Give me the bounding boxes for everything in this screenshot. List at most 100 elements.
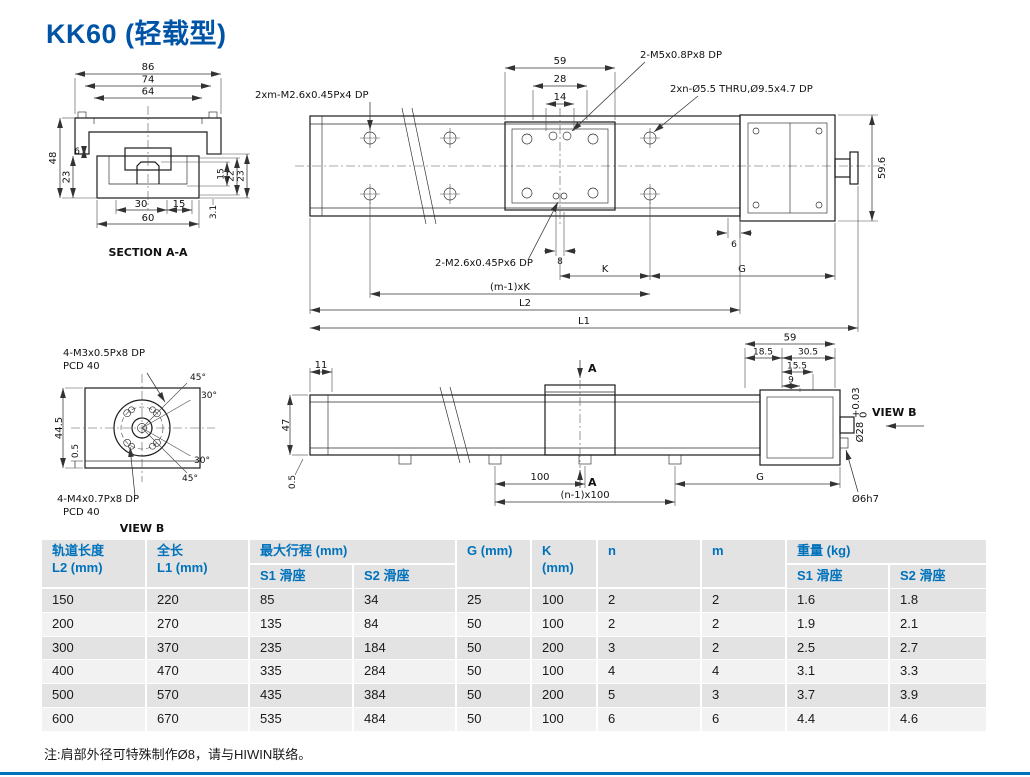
m3-hole bbox=[149, 442, 156, 450]
callout-m5: 2-M5x0.8Px8 DP bbox=[571, 50, 722, 132]
dim-label: 15.5 bbox=[787, 362, 807, 372]
dim-g: G bbox=[650, 223, 836, 280]
callout-text: 4-M4x0.7Px8 DP bbox=[57, 494, 139, 505]
table-cell: 100 bbox=[532, 612, 599, 637]
table-cell: 2 bbox=[702, 588, 788, 613]
carriage-plate bbox=[504, 108, 616, 224]
dim-label: 23 bbox=[237, 170, 247, 181]
section-aa-label: SECTION A-A bbox=[108, 246, 188, 259]
mount-tab bbox=[668, 454, 682, 465]
shaft-bore bbox=[131, 417, 153, 439]
dim-label: 22 bbox=[227, 170, 237, 181]
m3-hole bbox=[149, 406, 156, 414]
callout-m3: 4-M3x0.5Px8 DP PCD 40 bbox=[63, 348, 166, 403]
shaft-cap bbox=[849, 151, 859, 185]
output-shaft bbox=[839, 437, 849, 449]
dim-label: 100 bbox=[530, 472, 549, 483]
table-cell: 400 bbox=[42, 660, 147, 685]
callout-text: PCD 40 bbox=[63, 361, 100, 372]
end-view-b: 4-M3x0.5Px8 DP PCD 40 45° bbox=[54, 348, 217, 535]
footnote: 注:肩部外径可特殊制作Ø8，请与HIWIN联络。 bbox=[44, 747, 312, 762]
dim-64: 64 bbox=[94, 87, 202, 101]
dim-label: 44.5 bbox=[54, 417, 65, 439]
dim-0-5-side: 0.5 bbox=[288, 458, 304, 489]
pilot-boss bbox=[839, 416, 855, 434]
dim-label: 59 bbox=[554, 56, 567, 67]
col-header-n: n bbox=[598, 540, 703, 589]
table-cell: 135 bbox=[250, 612, 354, 637]
rail-body bbox=[295, 107, 880, 225]
dim-label: 15 bbox=[217, 168, 227, 179]
dim-9: 9 bbox=[782, 376, 801, 392]
table-cell: 4 bbox=[598, 660, 703, 685]
table-cell: 370 bbox=[147, 636, 250, 661]
dim-22-right: 22 bbox=[199, 157, 240, 196]
table-cell: 1.8 bbox=[890, 588, 989, 613]
shaft-d6-callout: Ø6h7 bbox=[845, 449, 879, 505]
bolt-head bbox=[77, 111, 87, 119]
col-header-track-length: 轨道长度 L2 (mm) bbox=[42, 540, 147, 589]
dim-label: 9 bbox=[788, 376, 794, 386]
callout-m4: 4-M4x0.7Px8 DP PCD 40 bbox=[57, 446, 139, 518]
table-cell: 50 bbox=[457, 660, 533, 685]
dim-m1xk: (m-1)xK bbox=[369, 202, 650, 298]
table-cell: 100 bbox=[532, 708, 599, 733]
view-b-label: VIEW B bbox=[120, 522, 164, 535]
dim-label: 30 bbox=[135, 199, 148, 210]
table-cell: 200 bbox=[532, 684, 599, 709]
table-cell: 2 bbox=[598, 612, 703, 637]
section-a-label: A bbox=[588, 476, 597, 489]
dim-label: 6 bbox=[74, 147, 80, 157]
callout-thru: 2xn-Ø5.5 THRU,Ø9.5x4.7 DP bbox=[653, 83, 813, 133]
table-cell: 50 bbox=[457, 684, 533, 709]
dim-label: 48 bbox=[48, 152, 59, 165]
dim-label: 47 bbox=[281, 419, 292, 432]
dim-label: 6 bbox=[731, 240, 737, 250]
mount-tab bbox=[578, 454, 592, 465]
callout-text: 4-M3x0.5Px8 DP bbox=[63, 348, 145, 359]
view-b-pointer: VIEW B bbox=[872, 406, 924, 429]
spec-table: 轨道长度 L2 (mm) 全长 L1 (mm) 最大行程 (mm) G (mm)… bbox=[42, 540, 989, 733]
dim-label: 86 bbox=[142, 62, 155, 73]
table-cell: 220 bbox=[147, 588, 250, 613]
col-header-weight-s1: S1 滑座 bbox=[787, 564, 891, 589]
col-header-max-stroke: 最大行程 (mm) bbox=[250, 540, 458, 565]
table-cell: 384 bbox=[354, 684, 458, 709]
table-cell: 470 bbox=[147, 660, 250, 685]
mount-tab bbox=[488, 454, 502, 465]
view-b-label: VIEW B bbox=[872, 406, 916, 419]
break-line bbox=[449, 386, 471, 464]
dim-label: G bbox=[756, 472, 764, 483]
m4-hole bbox=[153, 409, 161, 418]
table-cell: 235 bbox=[250, 636, 354, 661]
section-a-label: A bbox=[588, 362, 597, 375]
dim-47: 47 bbox=[281, 394, 308, 456]
table-cell: 4 bbox=[702, 660, 788, 685]
dim-l2: L2 bbox=[309, 218, 741, 314]
dim-label: (n-1)x100 bbox=[560, 490, 609, 501]
table-cell: 435 bbox=[250, 684, 354, 709]
table-cell: 270 bbox=[147, 612, 250, 637]
bottom-rule bbox=[0, 772, 1030, 775]
shaft-tolerance-label: Ø28 +0.03 0 bbox=[851, 387, 870, 442]
dim-59-6: 59.6 bbox=[838, 114, 888, 222]
section-aa-view: 86 74 64 48 23 6 15 bbox=[48, 62, 250, 259]
table-cell: 670 bbox=[147, 708, 250, 733]
dim-label: (m-1)xK bbox=[490, 282, 530, 293]
dia-tolerance-lower: 0 bbox=[859, 412, 870, 418]
table-cell: 85 bbox=[250, 588, 354, 613]
dim-23-right: 23 bbox=[199, 153, 250, 199]
table-cell: 2.5 bbox=[787, 636, 891, 661]
dim-0-5: 0.5 bbox=[71, 444, 83, 468]
table-cell: 2.7 bbox=[890, 636, 989, 661]
dim-30-5: 30.5 bbox=[782, 348, 835, 361]
table-cell: 200 bbox=[532, 636, 599, 661]
table-cell: 3.3 bbox=[890, 660, 989, 685]
table-cell: 300 bbox=[42, 636, 147, 661]
m3-hole bbox=[128, 406, 135, 414]
callout-m26x4: 2xm-M2.6x0.45Px4 DP bbox=[255, 90, 373, 130]
